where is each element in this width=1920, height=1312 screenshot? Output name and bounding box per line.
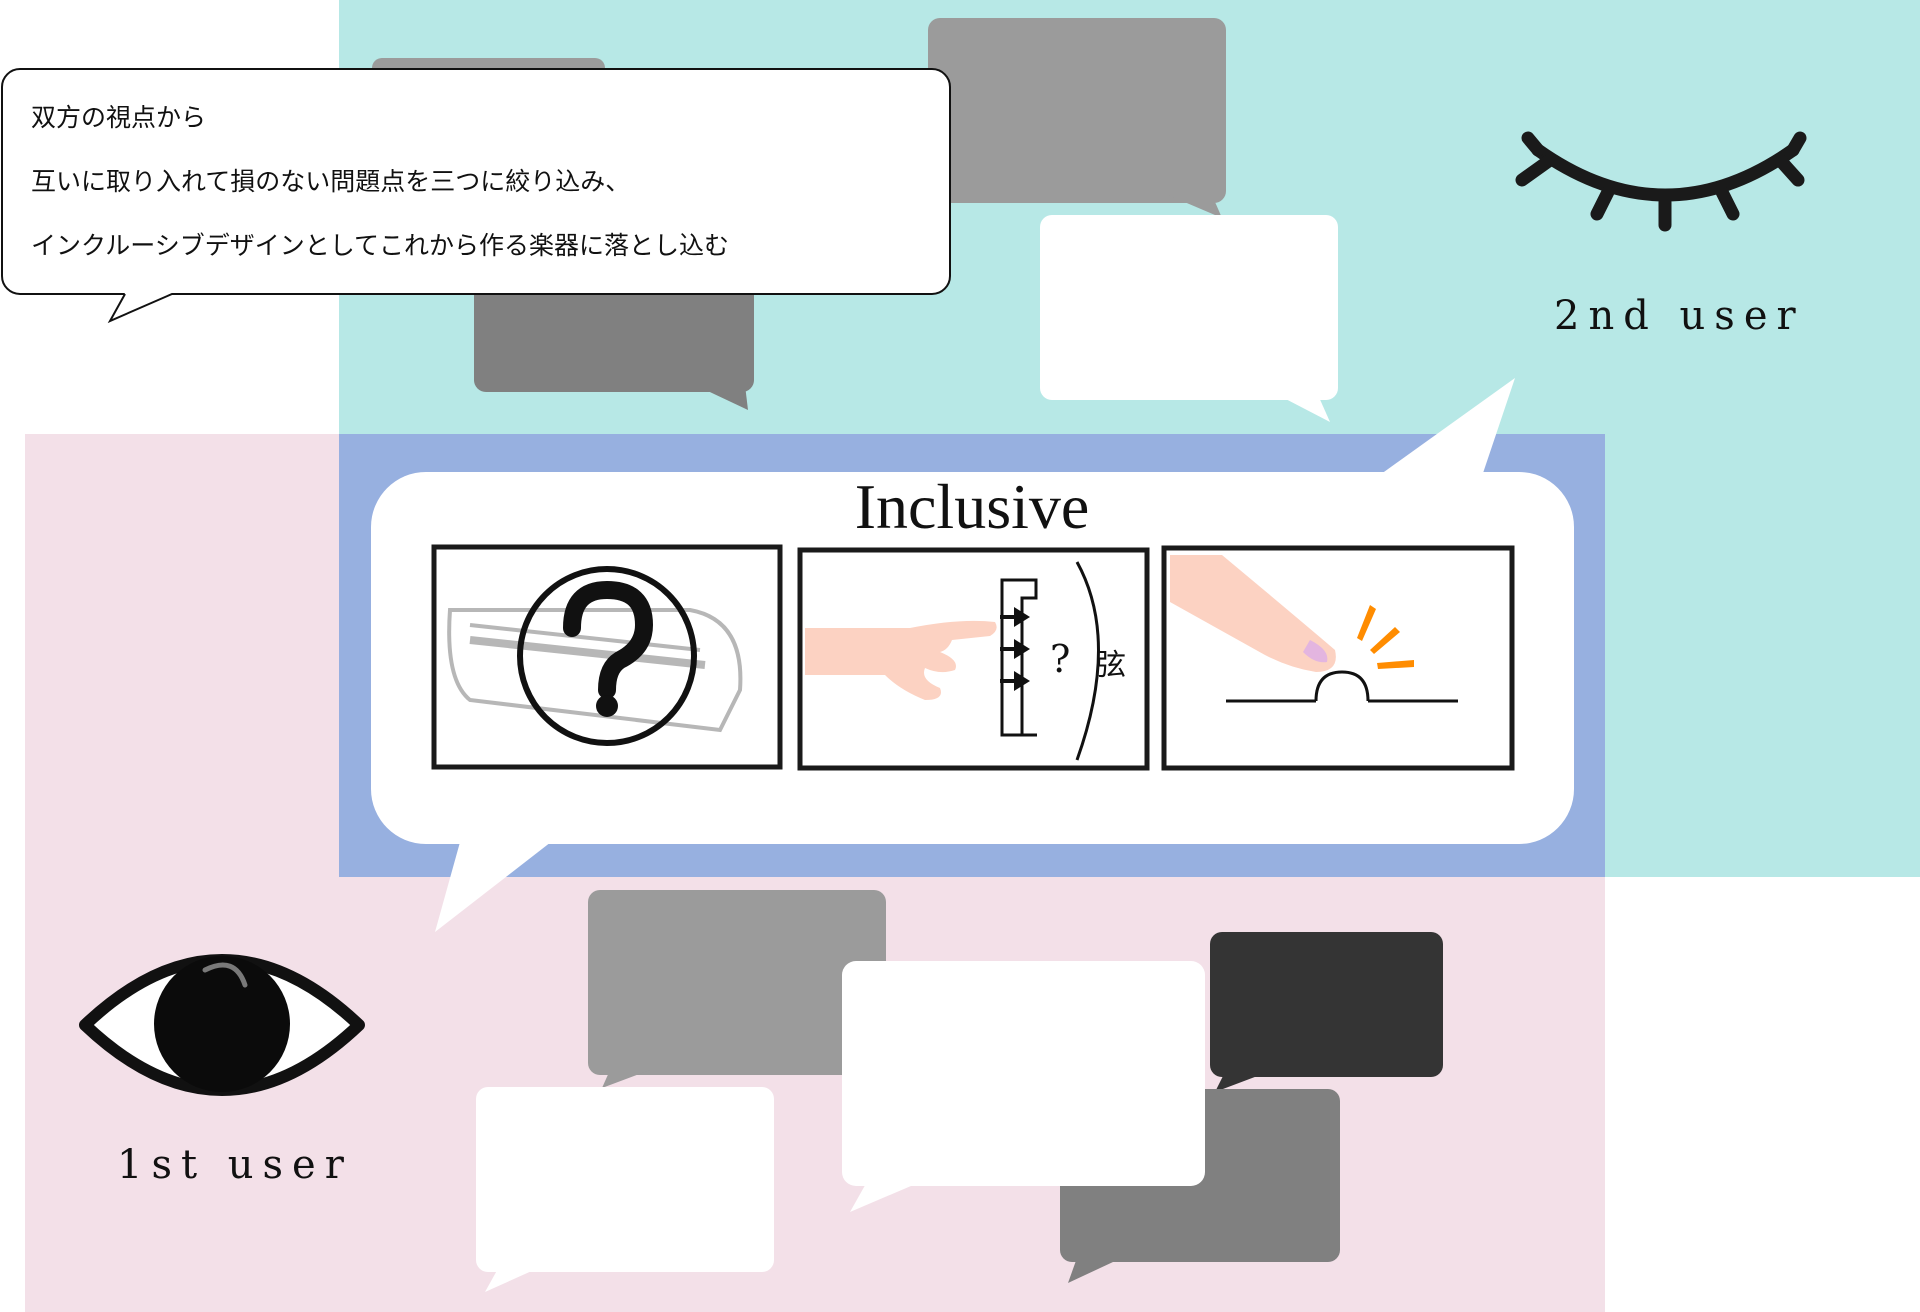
speech-bubble-white-bottom-center: [842, 961, 1205, 1212]
speech-bubble-white-top-right: [1040, 215, 1338, 422]
second-user-label: 2nd user: [1554, 293, 1805, 339]
speech-bubble-gray-bottom-left: [588, 890, 886, 1088]
panel-question: [431, 544, 783, 770]
speech-bubble-dark-bottom-right: [1210, 932, 1443, 1092]
string-caption: 弦: [1096, 648, 1126, 683]
speech-bubble-white-bottom-left: [476, 1087, 774, 1292]
note-line-1: 双方の視点から: [31, 103, 207, 132]
hand-question-mark: ?: [1050, 637, 1070, 681]
note-speech-bubble: [1, 68, 951, 324]
note-line-3: インクルーシブデザインとしてこれから作る楽器に落とし込む: [31, 231, 730, 260]
inclusive-title: Inclusive: [854, 471, 1090, 542]
impact-burst-icon: [1357, 605, 1414, 669]
note-line-2: 互いに取り入れて損のない問題点を三つに絞り込み、: [31, 167, 631, 196]
panel-finger-bump: [1161, 545, 1515, 771]
question-circle-icon: [517, 566, 697, 746]
panel-hand-string: ?: [797, 547, 1150, 771]
finger-pressing-bump-icon: [1170, 555, 1458, 703]
note-text: 双方の視点から 互いに取り入れて損のない問題点を三つに絞り込み、 インクルーシブ…: [31, 86, 729, 278]
speech-bubble-gray-top-center: [928, 18, 1226, 218]
closed-eye-icon: [1515, 131, 1807, 232]
speech-bubble-gray-top-mid: [474, 265, 754, 410]
open-eye-icon: [79, 954, 365, 1096]
first-user-label: 1st user: [117, 1142, 353, 1188]
blurred-instrument-image: [447, 608, 743, 733]
hand-reaching-string-icon: ?: [805, 561, 1100, 761]
arrow-icons: [1000, 607, 1030, 691]
